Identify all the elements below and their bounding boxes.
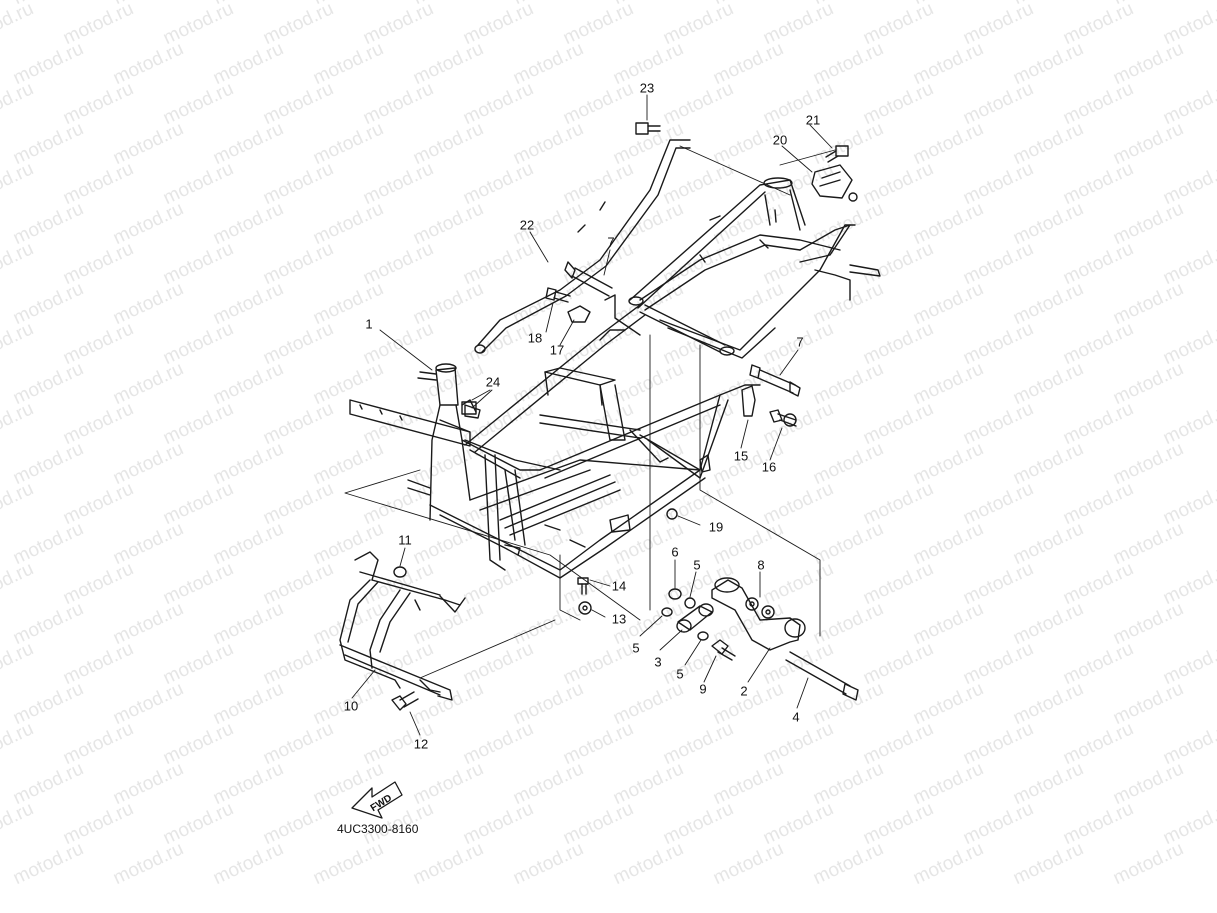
callout-14: 14 (611, 578, 627, 594)
washer-6 (668, 588, 682, 600)
fwd-arrow (351, 781, 403, 819)
main-frame (349, 177, 881, 579)
leader-lines (351, 94, 833, 736)
washer-19 (666, 508, 678, 520)
callout-4: 4 (792, 709, 800, 725)
callout-21: 21 (805, 112, 821, 128)
washer-5-left (661, 607, 673, 617)
bolt-7-right (749, 364, 801, 397)
callout-7-upper: 7 (607, 234, 615, 250)
callout-1: 1 (365, 316, 373, 332)
callout-13: 13 (611, 611, 627, 627)
washer-5-upper (684, 597, 696, 609)
callout-10: 10 (343, 698, 359, 714)
bolt-14 (577, 577, 589, 595)
callout-24: 24 (485, 374, 501, 390)
callout-8: 8 (757, 557, 765, 573)
callout-5-lower: 5 (676, 666, 684, 682)
callout-22: 22 (519, 217, 535, 233)
bolt-18 (545, 287, 571, 303)
callout-2: 2 (740, 683, 748, 699)
diagram-caption: 4UC3300-8160 (337, 822, 419, 836)
callout-20: 20 (772, 132, 788, 148)
collar-3-parts (676, 603, 714, 633)
callout-19: 19 (708, 519, 724, 535)
clip-17 (567, 305, 591, 323)
callout-23: 23 (639, 80, 655, 96)
bracket-20 (811, 164, 858, 202)
bolt-9 (711, 639, 736, 661)
bolt-12 (391, 691, 419, 711)
nut-13 (578, 601, 592, 615)
washer-5-lower (697, 631, 709, 641)
washer-11 (393, 566, 407, 578)
callout-3: 3 (654, 654, 662, 670)
assembly-reference-lines (344, 145, 836, 679)
bolt-23 (635, 122, 661, 135)
callout-12: 12 (413, 736, 429, 752)
callout-18: 18 (527, 330, 543, 346)
bolt-4 (785, 651, 859, 701)
callout-5-left: 5 (632, 640, 640, 656)
callout-7-right: 7 (796, 334, 804, 350)
washer-8 (745, 597, 775, 619)
bolt-7-upper (564, 261, 613, 297)
bolt-21 (825, 145, 849, 163)
engine-mount-2 (711, 577, 806, 651)
bolt-16 (769, 409, 797, 427)
part-24 (461, 401, 477, 415)
callout-17: 17 (549, 342, 565, 358)
callout-11: 11 (398, 532, 412, 548)
bracket-15 (741, 385, 756, 417)
callout-6: 6 (671, 544, 679, 560)
callout-15: 15 (733, 448, 749, 464)
stand-10 (339, 551, 466, 701)
callout-16: 16 (761, 459, 777, 475)
callout-5-upper: 5 (693, 557, 701, 573)
callout-9: 9 (699, 681, 707, 697)
